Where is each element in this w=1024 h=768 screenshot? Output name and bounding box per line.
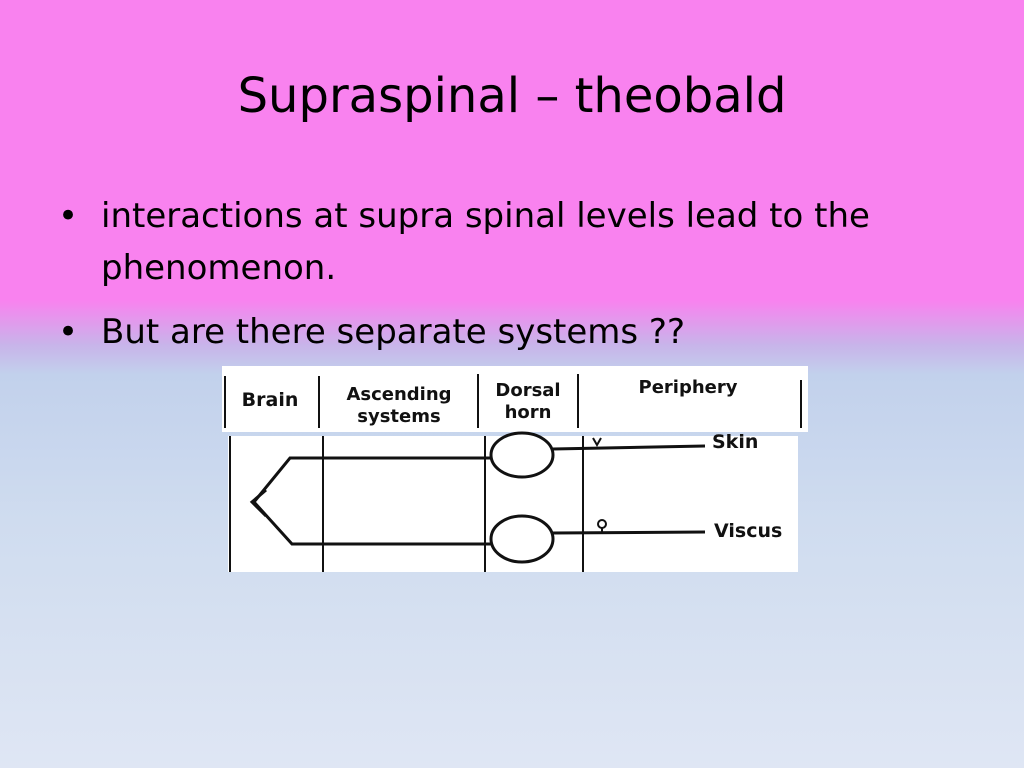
diagram-svg: Brain Ascending systems Dorsal horn Peri… <box>222 366 808 572</box>
input-label-viscus: Viscus <box>714 520 782 542</box>
dorsal-horn-neuron-viscus <box>489 514 555 564</box>
column-label-dorsal-line1: Dorsal <box>495 380 560 401</box>
bullet-list: • interactions at supra spinal levels le… <box>58 190 958 370</box>
bullet-item: • interactions at supra spinal levels le… <box>58 190 958 294</box>
bullet-text: interactions at supra spinal levels lead… <box>101 196 870 288</box>
bullet-text: But are there separate systems ?? <box>101 312 686 352</box>
dorsal-horn-neuron-skin <box>489 431 555 479</box>
pain-pathway-diagram: Brain Ascending systems Dorsal horn Peri… <box>222 366 808 572</box>
skin-afferent <box>552 444 706 451</box>
column-label-brain: Brain <box>242 389 299 411</box>
arrowhead <box>249 488 268 518</box>
input-label-skin: Skin <box>712 431 758 453</box>
column-label-dorsal-line2: horn <box>505 402 552 423</box>
bullet-item: • But are there separate systems ?? <box>58 306 958 358</box>
column-label-periphery: Periphery <box>639 377 738 398</box>
column-label-ascending-line2: systems <box>357 406 440 427</box>
bullet-marker: • <box>58 312 79 352</box>
skin-receptor-icon <box>592 437 602 448</box>
viscus-afferent <box>552 530 706 535</box>
column-label-ascending-line1: Ascending <box>346 384 451 405</box>
bullet-marker: • <box>58 196 79 236</box>
slide-title: Supraspinal – theobald <box>237 68 787 124</box>
